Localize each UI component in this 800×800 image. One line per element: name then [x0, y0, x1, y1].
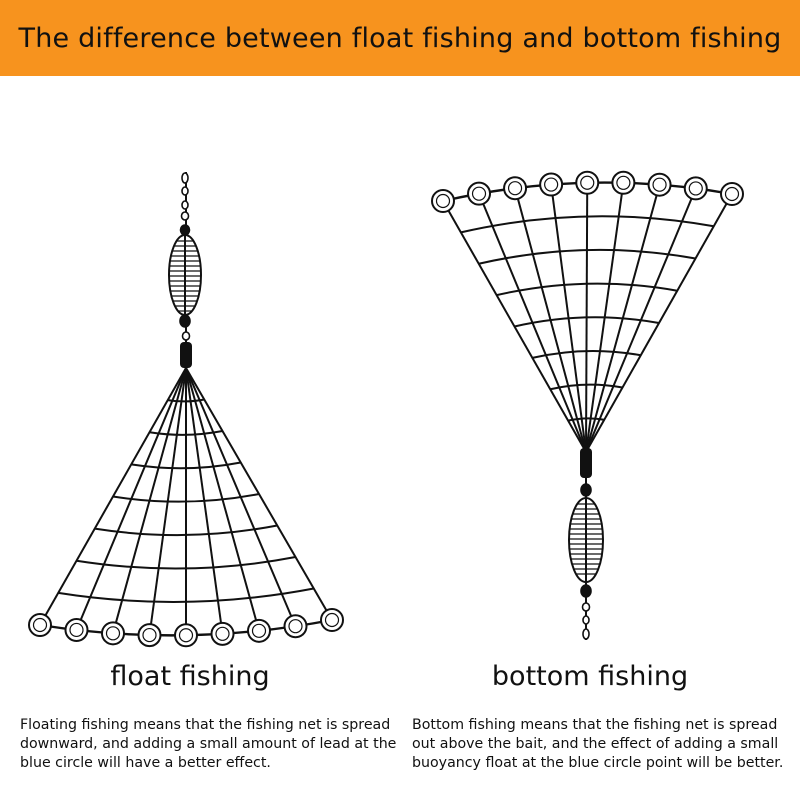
- float-fishing-caption: float fishing: [110, 661, 270, 692]
- net-rim-ring-inner: [544, 177, 559, 192]
- line-bead: [580, 483, 592, 497]
- float-fishing-description: Floating fishing means that the fishing …: [20, 717, 397, 771]
- line-bead: [582, 615, 590, 625]
- net-ring-line: [131, 461, 241, 470]
- net-rim-ring-inner: [616, 175, 631, 190]
- net-rim-ring-inner: [32, 617, 48, 633]
- net-rim-ring: [320, 608, 344, 632]
- net-ring-line: [149, 430, 223, 436]
- line-bead: [181, 331, 191, 341]
- net-rim-ring: [283, 614, 308, 639]
- net-rim-ring: [64, 617, 89, 642]
- net-rim-ring-inner: [215, 626, 230, 641]
- bottom-fishing-description: Bottom fishing means that the fishing ne…: [412, 717, 784, 771]
- net-ring-line: [76, 556, 296, 570]
- line-bead: [580, 584, 592, 598]
- line-bead: [181, 172, 189, 184]
- net-rim-ring: [683, 176, 708, 201]
- line-bead: [181, 200, 189, 210]
- lead-sinker: [580, 448, 592, 478]
- net-rim-ring: [101, 621, 125, 646]
- net-rim-ring-inner: [652, 177, 667, 192]
- net-ring-line: [460, 215, 714, 234]
- net-rim-ring: [137, 623, 162, 648]
- lead-sinker: [180, 342, 192, 368]
- line-bead: [581, 602, 591, 612]
- net-rim-ring: [611, 170, 636, 195]
- net-ring-line: [567, 417, 605, 422]
- page-title: The difference between float fishing and…: [18, 22, 782, 54]
- net-ring-line: [58, 587, 314, 603]
- net-rim-ring: [247, 618, 271, 643]
- net-rim-ring-inner: [507, 181, 523, 196]
- net-rim-ring: [575, 170, 600, 195]
- net-ring-line: [167, 398, 205, 403]
- net-rim-ring-inner: [142, 627, 157, 643]
- net-rim-ring-inner: [435, 193, 451, 209]
- net-rim-ring: [28, 613, 52, 637]
- net-rim-ring-inner: [69, 622, 84, 638]
- net-ring-line: [496, 282, 678, 297]
- net-rim-ring-inner: [688, 181, 703, 196]
- line-bead: [181, 186, 189, 196]
- net-rim-ring: [210, 621, 235, 646]
- line-bead: [179, 224, 191, 236]
- bottom-fishing-net-illustration: [431, 170, 744, 640]
- net-rim-ring: [539, 172, 564, 197]
- net-ring-line: [94, 524, 278, 537]
- line-bead: [180, 211, 190, 221]
- net-rim-ring: [647, 172, 672, 197]
- net-rim-ring: [720, 182, 744, 206]
- net-rim-ring-inner: [288, 619, 303, 634]
- net-rim-ring: [174, 623, 198, 648]
- float-fishing-net-illustration: [28, 172, 344, 648]
- net-rim-ring-inner: [178, 628, 194, 643]
- net-rim-ring: [503, 176, 528, 201]
- net-rim-ring-inner: [724, 186, 740, 202]
- net-rim-ring-inner: [580, 175, 595, 190]
- line-bead: [582, 628, 590, 640]
- net-ring-line: [532, 349, 641, 359]
- net-ring-line: [550, 383, 623, 391]
- net-rim-ring: [431, 189, 455, 213]
- title-banner: The difference between float fishing and…: [0, 0, 800, 76]
- net-rim-ring-inner: [105, 626, 121, 641]
- line-bead: [179, 314, 191, 328]
- net-rim-ring-inner: [251, 623, 267, 638]
- net-rim-ring: [467, 181, 492, 206]
- net-ring-line: [478, 248, 696, 265]
- net-ring-line: [514, 316, 660, 328]
- bottom-fishing-caption: bottom fishing: [491, 661, 689, 692]
- net-rim-ring-inner: [324, 612, 340, 628]
- net-rim-ring-inner: [471, 186, 487, 201]
- net-ring-line: [112, 493, 260, 503]
